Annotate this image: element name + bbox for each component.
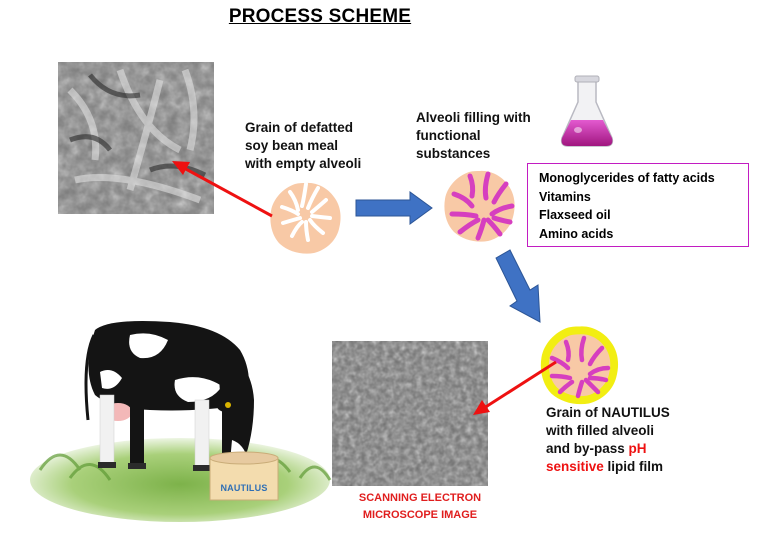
sem-photo-filled [332, 341, 488, 486]
nautilus-bag-label: NAUTILUS [220, 483, 268, 493]
alveoli-filling-label: Alveoli filling with functional substanc… [416, 110, 531, 161]
pointer-arrow-to-photo [172, 161, 273, 218]
empty-grain-icon [270, 182, 341, 254]
substance-item: Flaxseed oil [539, 208, 611, 222]
nautilus-grain-icon [540, 326, 619, 405]
sem-caption: SCANNING ELECTRON MICROSCOPE IMAGE [358, 492, 482, 521]
pointer-arrow-to-sem [473, 360, 557, 415]
sem-photo-empty [58, 62, 214, 214]
flow-arrow-right [355, 191, 433, 225]
flow-arrow-down [495, 249, 541, 323]
substances-box: Monoglycerides of fatty acids Vitamins F… [527, 163, 749, 247]
nautilus-grain-label: Grain of NAUTILUS with filled alveoli an… [546, 405, 670, 474]
cow-illustration [30, 321, 332, 522]
filled-grain-icon [444, 170, 515, 242]
substance-item: Monoglycerides of fatty acids [539, 171, 715, 185]
substance-item: Vitamins [539, 189, 591, 204]
empty-grain-label: Grain of defatted soy bean meal with emp… [245, 120, 362, 171]
substance-item: Amino acids [539, 226, 614, 241]
flask-icon [560, 75, 614, 147]
page-title: PROCESS SCHEME [228, 6, 412, 27]
